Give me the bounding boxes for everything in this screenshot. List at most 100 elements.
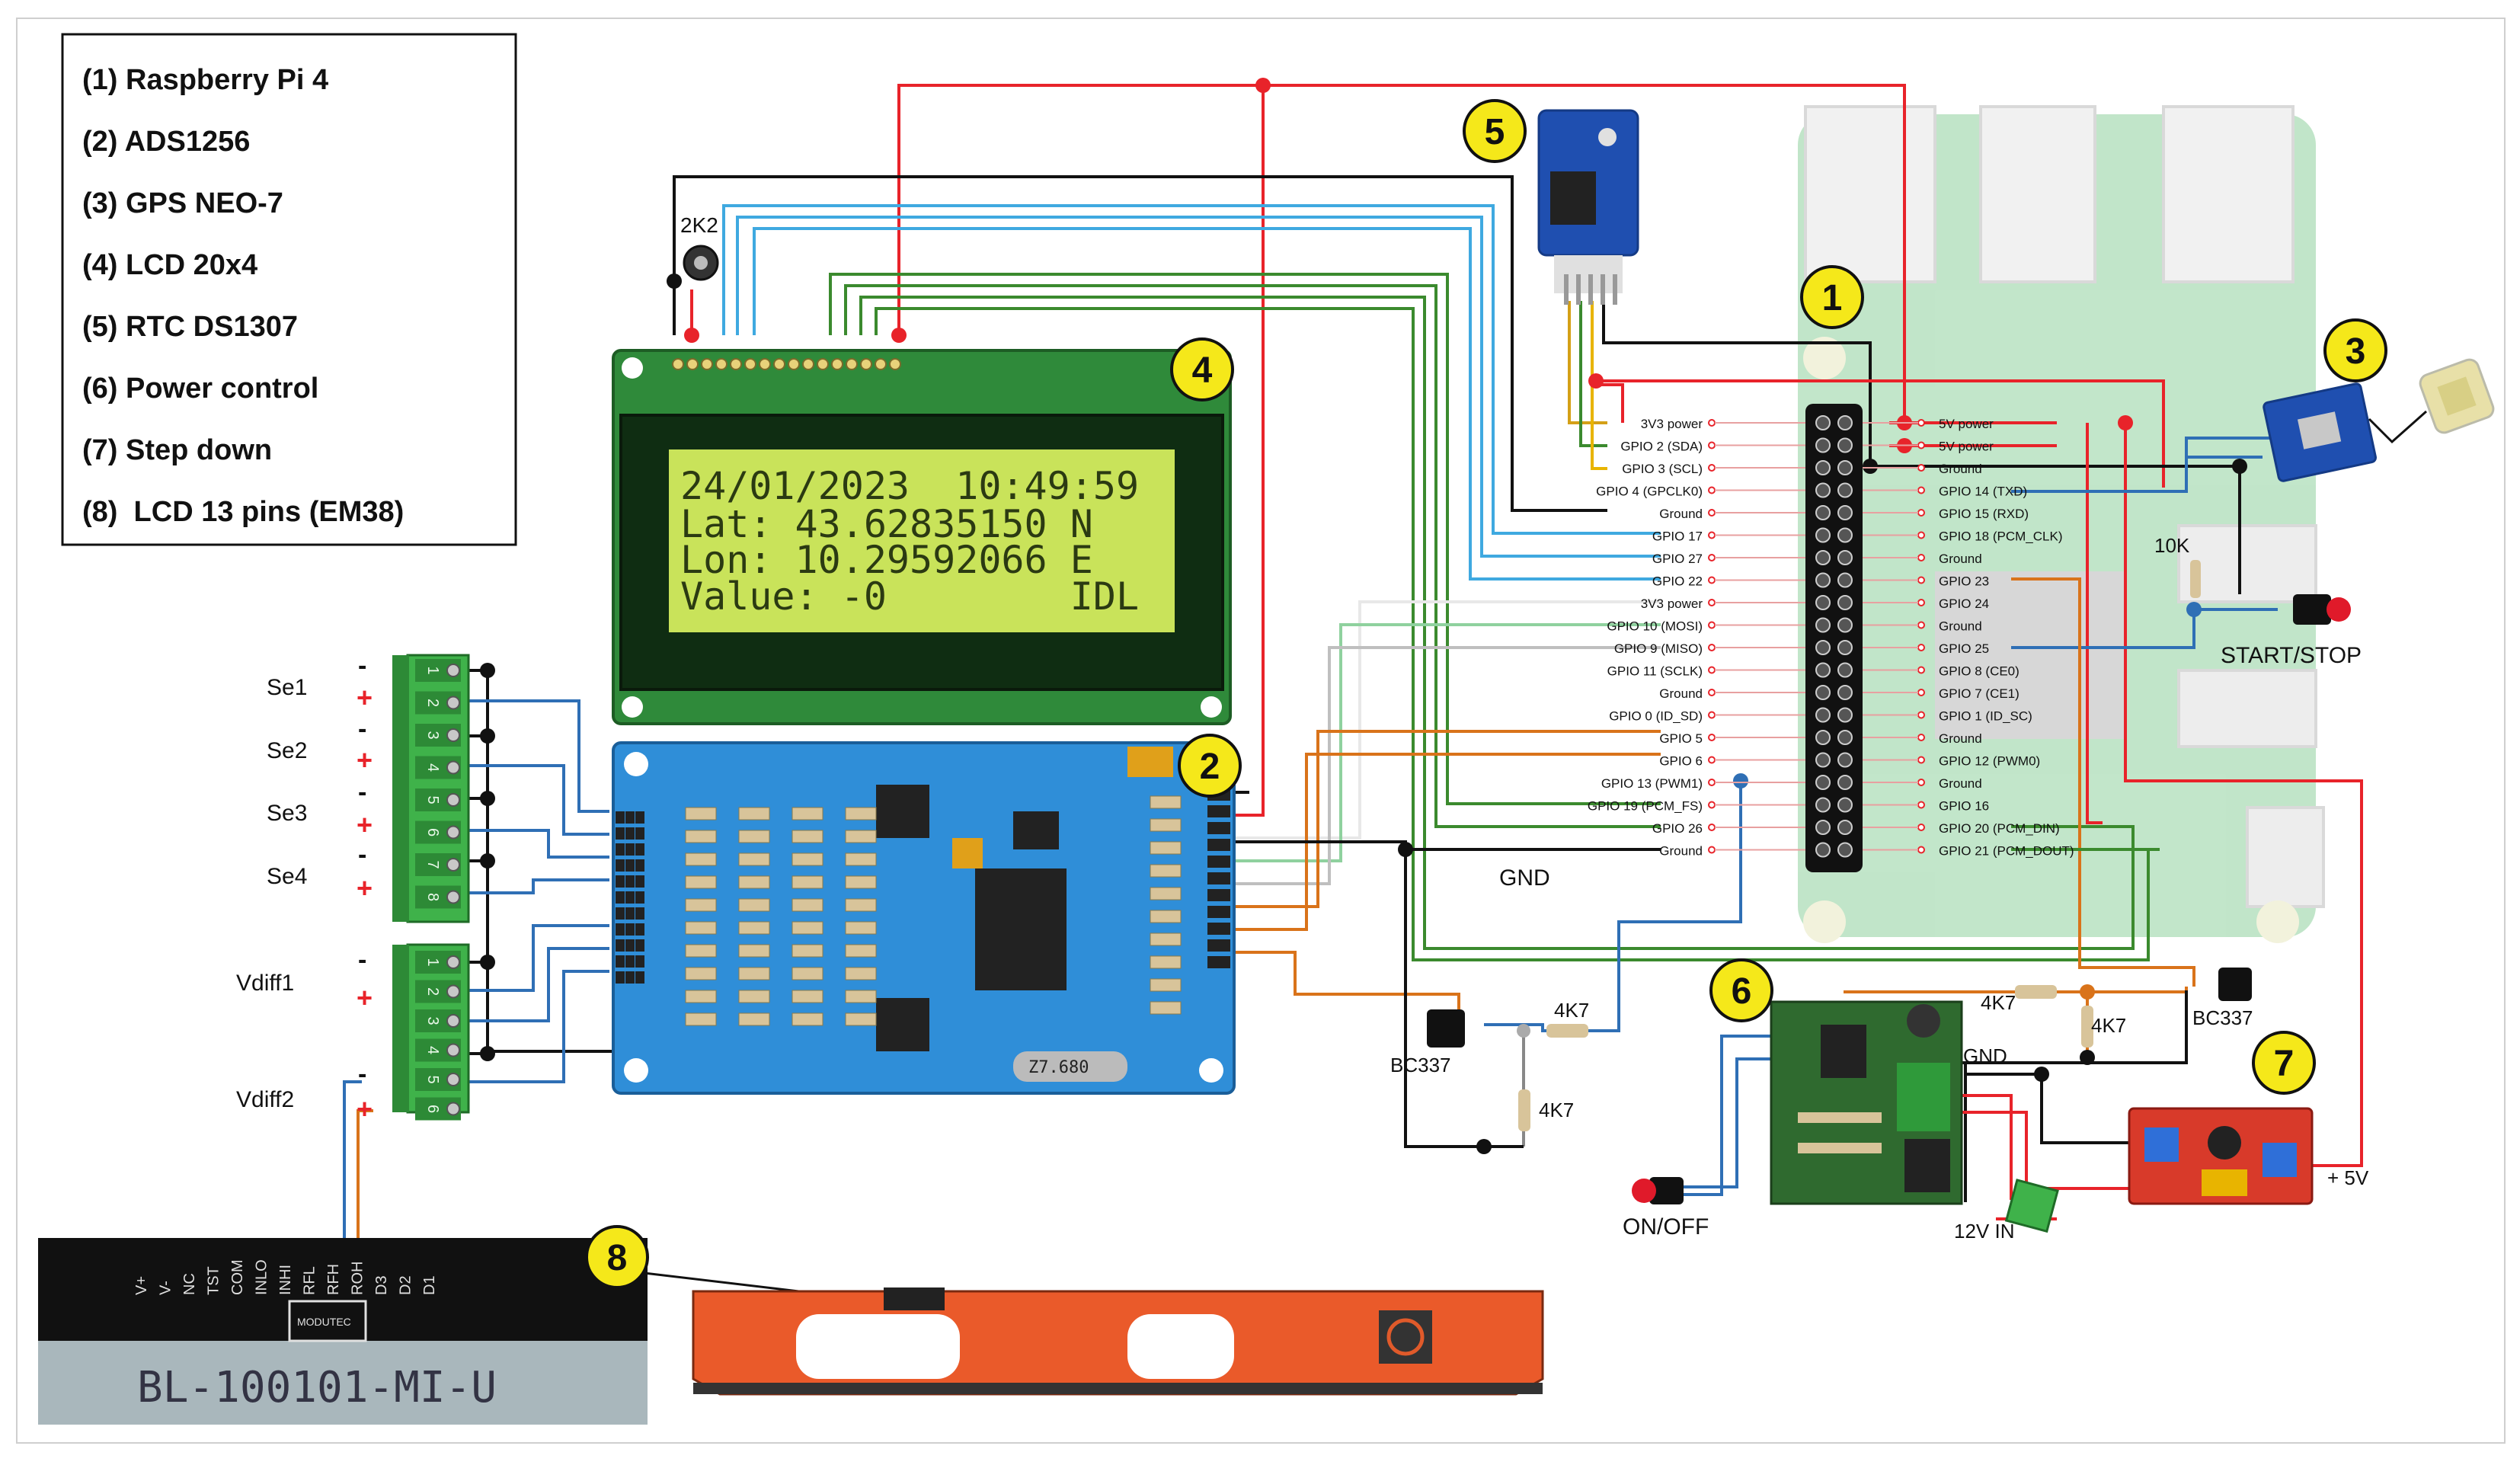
ads-left-header-pin	[625, 859, 635, 872]
pi-pin	[1837, 730, 1853, 745]
ads-resistor	[791, 852, 823, 866]
ads-resistor	[1150, 864, 1182, 878]
polarity-plus: +	[357, 872, 373, 904]
pi-right-pin-label: Ground	[1939, 731, 1982, 746]
label-bc337-2: BC337	[2192, 1006, 2253, 1029]
pi-pin	[1837, 437, 1853, 453]
em38-brand: MODUTEC	[297, 1316, 351, 1328]
ads-left-header-pin	[616, 875, 625, 888]
rtc-pin	[1564, 274, 1569, 305]
resistor-10k: 10K	[2154, 534, 2201, 598]
pi-left-pin-marker	[1708, 464, 1716, 472]
polarity-minus: -	[358, 945, 366, 974]
ads-right-header-pin	[1207, 839, 1230, 851]
ads-resistor	[738, 967, 770, 980]
pi-pin	[1815, 617, 1831, 633]
pi-left-pin-marker	[1708, 801, 1716, 809]
lcd-pin	[744, 358, 756, 370]
lcd-pin	[875, 358, 887, 370]
power-control-board	[1770, 1000, 1963, 1205]
ads-resistor	[738, 944, 770, 958]
ads-left-header-pin	[616, 859, 625, 872]
terminal-screw	[446, 955, 460, 969]
terminal-number: 5	[424, 1075, 441, 1083]
pi-right-pin-marker	[1917, 486, 1925, 494]
ads-resistor	[845, 967, 877, 980]
legend-box: (1) Raspberry Pi 4 (2) ADS1256 (3) GPS N…	[61, 33, 517, 546]
pi-right-pin-marker	[1917, 441, 1925, 449]
pi-pin	[1837, 505, 1853, 520]
pi-right-pin-label: GPIO 1 (ID_SC)	[1939, 709, 2032, 724]
ads-resistor	[1150, 932, 1182, 946]
pi-right-pin-label: GPIO 15 (RXD)	[1939, 507, 2029, 521]
ads-left-header-pin	[635, 939, 644, 952]
pi-pin	[1815, 640, 1831, 655]
em38-pin-label: D2	[398, 1275, 414, 1295]
ads-resistor	[1150, 818, 1182, 832]
pi-left-pin-label: GPIO 2 (SDA)	[1620, 440, 1703, 454]
pi-left-pin-marker	[1708, 779, 1716, 786]
ads-left-header-pin	[616, 955, 625, 968]
connector-12v-in: 12V IN	[1954, 1179, 2059, 1243]
label-4k7-4: 4K7	[2091, 1014, 2126, 1037]
pi-pin	[1837, 527, 1853, 543]
em38-pin-label: TST	[206, 1266, 222, 1295]
number-badge-label: 6	[1732, 971, 1752, 1012]
ads-left-header-pin	[635, 843, 644, 856]
lcd-pin	[846, 358, 858, 370]
pi-left-pin-label: GPIO 22	[1652, 574, 1703, 589]
crystal-label: Z7.680	[1028, 1058, 1089, 1077]
step-down-board	[2128, 1107, 2314, 1205]
terminal-number: 7	[424, 860, 441, 868]
ads-resistor	[791, 875, 823, 889]
ads-resistor	[738, 898, 770, 912]
ads-right-header-pin	[1207, 822, 1230, 834]
rtc-pin	[1613, 274, 1617, 305]
pi-pin	[1837, 775, 1853, 790]
pi-left-pin-label: GPIO 11 (SCLK)	[1607, 664, 1703, 679]
terminal-screw	[446, 1102, 460, 1116]
ads-resistor	[845, 944, 877, 958]
pi-left-pin-label: GPIO 17	[1652, 529, 1703, 544]
pi-left-pin-marker	[1708, 711, 1716, 719]
terminal-screw	[446, 890, 460, 904]
pi-right-pin-marker	[1917, 824, 1925, 831]
transistor-bc337-2: BC337	[2192, 968, 2253, 1029]
ads-resistor	[845, 807, 877, 820]
label-se3: Se3	[267, 801, 307, 826]
pi-left-pin-marker	[1708, 846, 1716, 854]
number-badge-label: 4	[1192, 350, 1213, 391]
lcd-line-3: Lon: 10.29592066 E	[680, 538, 1093, 582]
terminal-number: 4	[424, 763, 441, 772]
label-gnd-main: GND	[1499, 865, 1550, 891]
rtc-pin	[1588, 274, 1593, 305]
raspberry-pi-board	[1798, 105, 2325, 943]
number-badge-label: 1	[1822, 278, 1843, 318]
terminal-screw	[446, 760, 460, 775]
pi-pin	[1815, 842, 1831, 858]
ads-resistor	[845, 852, 877, 866]
number-badge	[2252, 1031, 2316, 1095]
lcd-pin	[831, 358, 843, 370]
pi-pin	[1815, 505, 1831, 520]
pi-pin	[1815, 572, 1831, 588]
pi-right-pin-marker	[1917, 711, 1925, 719]
pi-pin	[1815, 595, 1831, 610]
ads-resistor	[738, 921, 770, 935]
pi-left-pin-marker	[1708, 824, 1716, 831]
lcd-pin	[715, 358, 728, 370]
legend-item-1: (1) Raspberry Pi 4	[82, 64, 328, 96]
pi-left-pin-marker	[1708, 441, 1716, 449]
em38-pin-label: RFL	[302, 1266, 318, 1295]
polarity-minus: -	[358, 651, 366, 680]
legend-item-3: (3) GPS NEO-7	[82, 187, 283, 219]
terminal-number: 5	[424, 795, 441, 804]
ads-left-header-pin	[616, 939, 625, 952]
number-badge-label: 5	[1485, 112, 1505, 152]
ads-left-header-pin	[625, 843, 635, 856]
terminal-screw	[446, 825, 460, 840]
label-4k7-1: 4K7	[1554, 999, 1589, 1022]
number-badge	[1463, 99, 1527, 163]
